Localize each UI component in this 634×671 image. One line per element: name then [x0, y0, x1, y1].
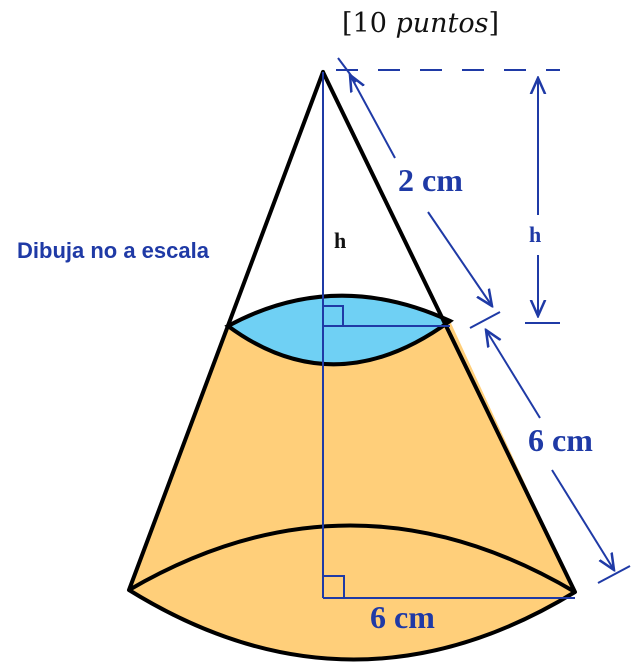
- slant-lower-dimension-a: [486, 330, 541, 419]
- h-side-label: h: [529, 222, 541, 247]
- base-front-arc: [127, 588, 577, 662]
- top-disc: [224, 293, 454, 367]
- right-angle-mark-top: [323, 305, 344, 326]
- slant-upper-dimension-a: [350, 75, 396, 159]
- points-label: [10 puntos]: [342, 8, 500, 39]
- frustum-body: [129, 295, 575, 660]
- base-radius-label: 6 cm: [370, 599, 435, 635]
- h-inner-label: h: [334, 228, 346, 253]
- slant-lower-label: 6 cm: [528, 422, 593, 458]
- cone-right-side: [321, 70, 577, 594]
- slant-upper-dimension-b: [427, 211, 492, 306]
- slant-lower-dimension-b: [551, 469, 614, 570]
- base-back-arc: [127, 523, 577, 594]
- right-angle-mark-base: [323, 575, 345, 598]
- slant-upper-label: 2 cm: [398, 162, 463, 198]
- slant-mid-tick: [469, 311, 501, 329]
- cone-left-side: [127, 70, 325, 592]
- note-label: Dibuja no a escala: [17, 238, 210, 263]
- slant-lower-tick: [597, 565, 631, 584]
